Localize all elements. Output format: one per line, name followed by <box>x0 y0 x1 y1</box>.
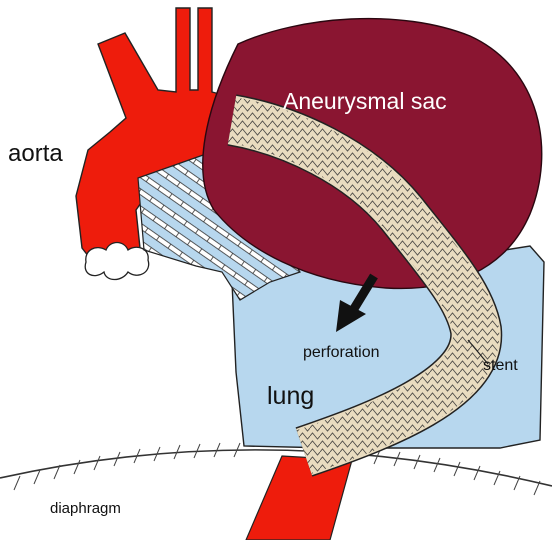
perforation-label: perforation <box>303 344 380 362</box>
aorta-label: aorta <box>8 140 63 168</box>
lung-label: lung <box>267 382 314 411</box>
diaphragm-label: diaphragm <box>50 500 121 517</box>
stent-label: stent <box>483 357 518 375</box>
aortic-valve <box>85 243 148 280</box>
descending-aorta <box>246 456 352 540</box>
aneurysmal-sac-label: Aneurysmal sac <box>283 88 447 115</box>
